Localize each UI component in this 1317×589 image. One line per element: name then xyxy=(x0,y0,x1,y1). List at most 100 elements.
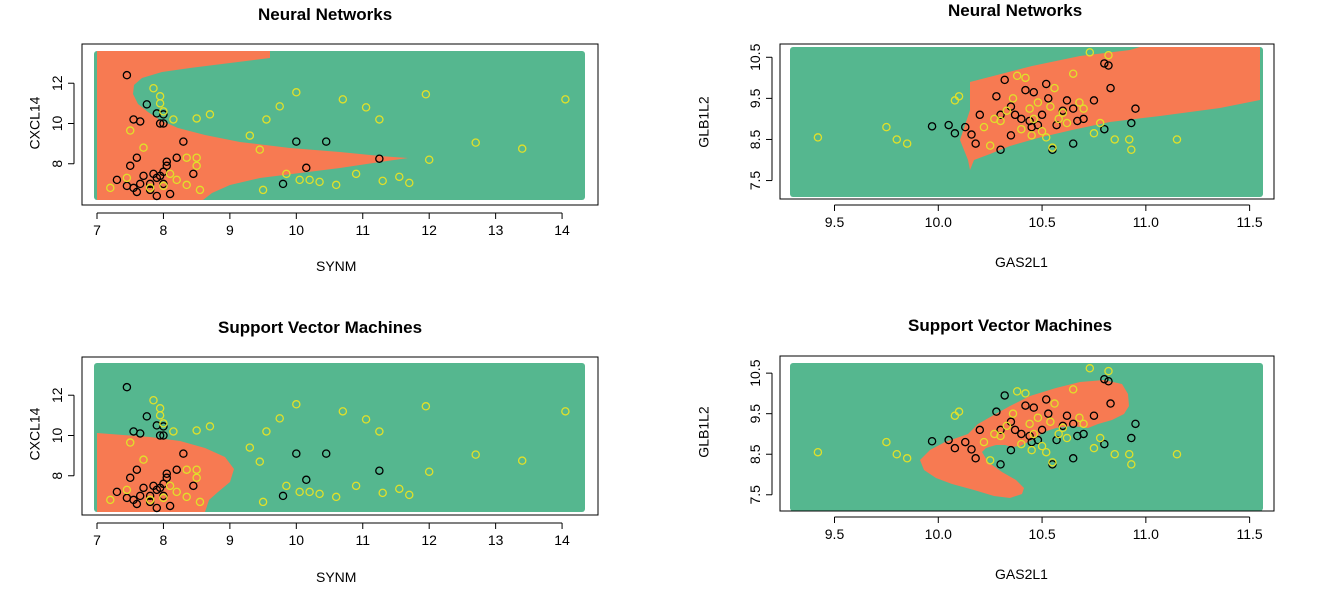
data-point-yellow xyxy=(375,115,384,124)
x-tick-label: 13 xyxy=(488,532,504,548)
data-point-black xyxy=(159,422,168,431)
data-point-yellow xyxy=(1172,135,1182,144)
data-point-black xyxy=(944,120,953,130)
data-point-yellow xyxy=(1012,71,1022,81)
data-point-yellow xyxy=(361,415,371,424)
x-tick-label: 11.5 xyxy=(1237,526,1263,542)
data-point-yellow xyxy=(145,183,155,193)
data-point-yellow xyxy=(1124,449,1134,459)
data-point-yellow xyxy=(1068,385,1078,394)
data-point-black xyxy=(142,100,152,109)
data-point-yellow xyxy=(122,485,132,495)
data-point-yellow xyxy=(149,84,158,93)
data-point-yellow xyxy=(159,181,168,191)
data-point-yellow xyxy=(106,495,115,505)
data-point-yellow xyxy=(421,90,431,99)
data-point-black xyxy=(1106,83,1115,93)
data-point-yellow xyxy=(1025,104,1034,113)
data-point-yellow xyxy=(172,175,181,185)
data-point-yellow xyxy=(395,172,404,182)
data-point-yellow xyxy=(1062,433,1072,443)
data-point-yellow xyxy=(979,122,989,132)
data-point-yellow xyxy=(405,490,414,500)
data-point-black xyxy=(172,153,181,162)
data-point-black xyxy=(1131,104,1140,113)
x-tick-label: 10 xyxy=(289,532,305,548)
data-point-yellow xyxy=(1050,83,1059,93)
data-point-yellow xyxy=(954,92,964,101)
data-point-black xyxy=(950,443,960,453)
data-point-yellow xyxy=(351,169,361,179)
data-point-yellow xyxy=(1085,48,1095,57)
data-point-black xyxy=(321,137,331,146)
y-tick-label: 8 xyxy=(49,160,65,168)
data-point-black xyxy=(1017,429,1026,439)
data-point-black xyxy=(996,460,1005,469)
data-point-black xyxy=(159,110,168,119)
data-point-yellow xyxy=(1046,417,1055,427)
data-point-yellow xyxy=(1041,447,1051,457)
data-point-yellow xyxy=(996,116,1005,126)
data-point-yellow xyxy=(375,427,384,436)
data-point-yellow xyxy=(561,95,570,104)
data-point-yellow xyxy=(1041,133,1051,142)
x-tick-label: 8 xyxy=(160,222,168,238)
data-point-yellow xyxy=(255,145,265,154)
data-point-black xyxy=(1068,419,1078,429)
data-point-yellow xyxy=(1054,429,1063,439)
data-point-yellow xyxy=(159,107,168,116)
data-point-black xyxy=(292,137,301,146)
data-point-black xyxy=(112,487,122,497)
x-tick-label: 9.5 xyxy=(825,526,845,542)
data-point-black xyxy=(139,483,148,493)
data-point-black xyxy=(125,473,135,483)
data-point-yellow xyxy=(1037,126,1047,136)
data-point-yellow xyxy=(1025,419,1034,429)
data-point-yellow xyxy=(182,153,191,162)
data-point-black xyxy=(302,475,311,485)
data-point-yellow xyxy=(405,178,414,188)
data-point-yellow xyxy=(262,115,271,124)
data-point-black xyxy=(1062,411,1072,420)
x-tick-label: 9 xyxy=(226,532,234,548)
x-tick-label: 14 xyxy=(554,532,570,548)
chart-title: Support Vector Machines xyxy=(908,316,1113,335)
y-tick-label: 10.5 xyxy=(747,43,763,70)
x-tick-label: 12 xyxy=(421,532,437,548)
plot-frame xyxy=(779,43,1275,200)
data-point-black xyxy=(132,153,142,162)
data-point-yellow xyxy=(1124,135,1134,144)
data-point-yellow xyxy=(979,437,989,447)
data-point-yellow xyxy=(1017,439,1026,449)
data-point-yellow xyxy=(258,185,268,195)
data-point-black xyxy=(139,171,148,181)
data-point-yellow xyxy=(182,492,191,502)
data-point-black xyxy=(278,179,288,189)
data-point-yellow xyxy=(245,131,255,140)
data-point-yellow xyxy=(169,115,178,124)
data-point-black xyxy=(142,412,152,421)
data-point-black xyxy=(159,119,168,128)
data-point-yellow xyxy=(1008,94,1018,103)
data-point-yellow xyxy=(125,438,135,447)
data-point-yellow xyxy=(149,396,158,405)
data-point-yellow xyxy=(996,431,1005,441)
data-point-black xyxy=(961,437,970,447)
data-point-yellow xyxy=(155,99,165,108)
data-point-black xyxy=(1000,391,1009,400)
data-point-black xyxy=(1006,445,1016,455)
data-point-yellow xyxy=(892,135,902,144)
data-point-yellow xyxy=(561,407,570,416)
data-point-yellow xyxy=(182,180,191,190)
x-tick-label: 10 xyxy=(289,222,305,238)
data-point-yellow xyxy=(192,153,201,162)
data-point-yellow xyxy=(245,443,255,452)
data-point-yellow xyxy=(361,103,371,112)
data-point-black xyxy=(927,122,937,131)
x-axis-label: SYNM xyxy=(316,569,357,585)
data-point-black xyxy=(302,163,311,173)
data-point-yellow xyxy=(1054,114,1063,124)
data-point-yellow xyxy=(424,155,434,164)
